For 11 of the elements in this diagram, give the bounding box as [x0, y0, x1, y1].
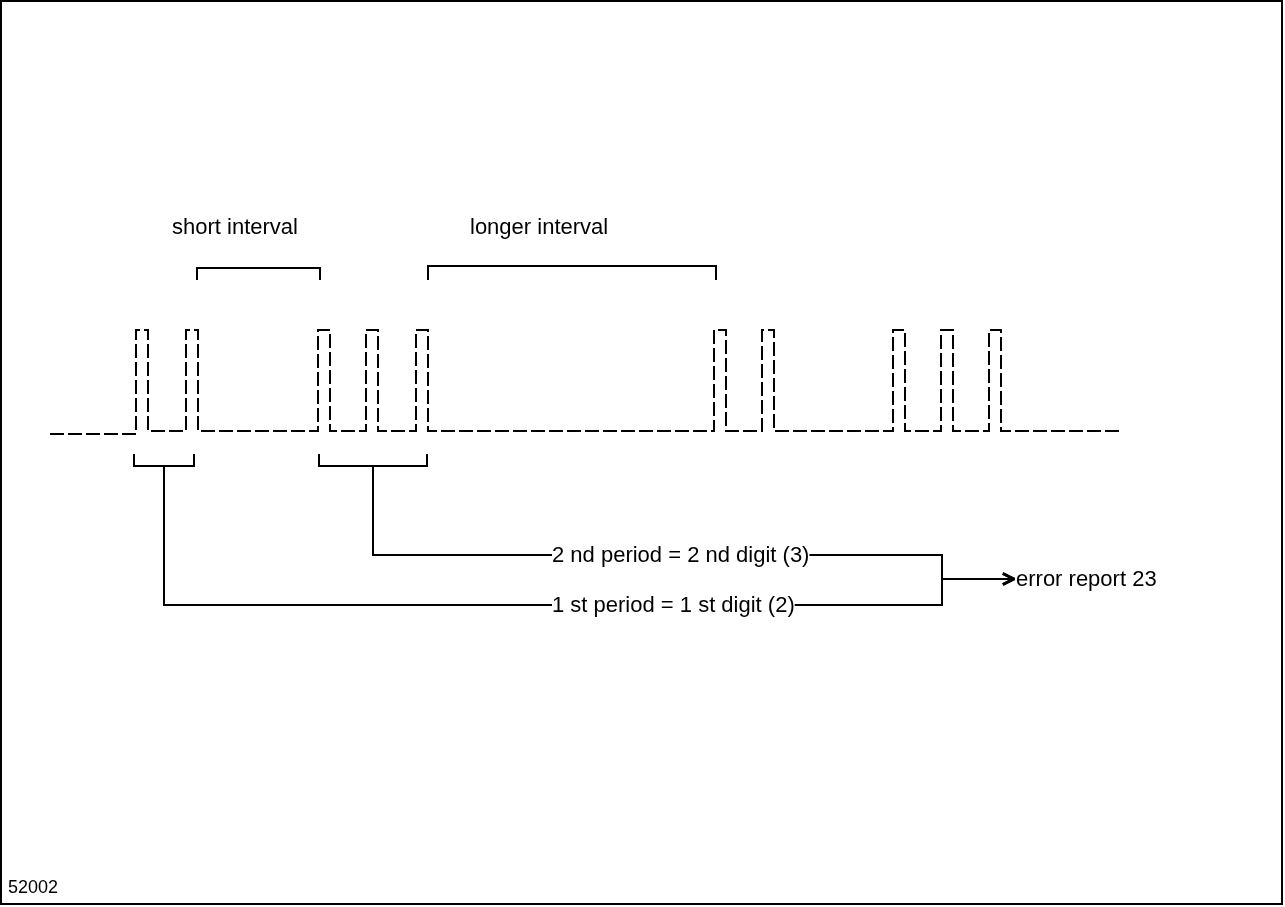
caption-text: 2 nd period = 2 nd digit (3) [552, 540, 810, 570]
leader-line [372, 466, 553, 556]
period-bracket [133, 453, 195, 467]
interval-label: short interval [172, 213, 298, 241]
period-bracket [318, 453, 428, 467]
caption-text: error report 23 [1016, 564, 1157, 594]
figure-number: 52002 [8, 876, 59, 899]
leader-line [163, 466, 553, 606]
caption-text: 1 st period = 1 st digit (2) [552, 590, 795, 620]
interval-label: longer interval [470, 213, 609, 241]
arrow [793, 572, 1016, 606]
